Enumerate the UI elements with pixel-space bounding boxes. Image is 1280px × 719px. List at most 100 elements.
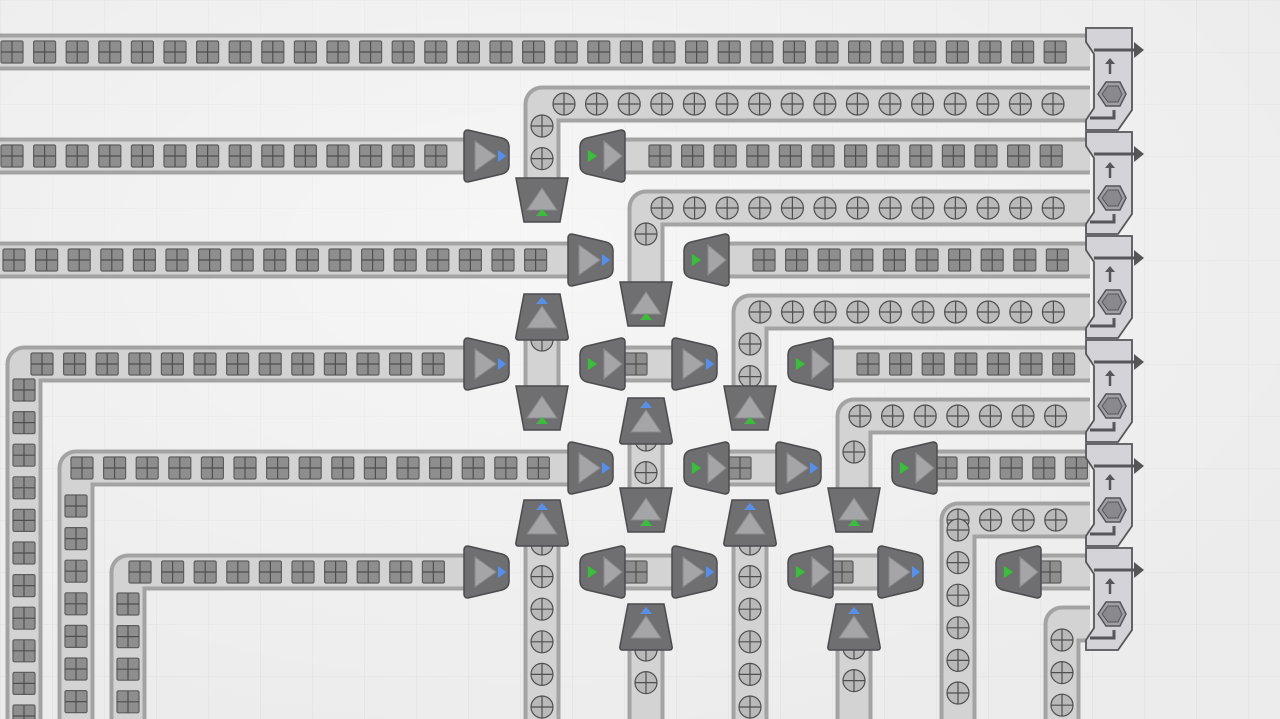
square-item-icon	[116, 592, 140, 616]
vertical-receiver[interactable]	[515, 177, 569, 223]
hexagon-terminal-3[interactable]	[1085, 235, 1144, 339]
circle-item-icon	[1050, 693, 1074, 717]
square-item-icon	[746, 144, 770, 168]
square-item-icon	[986, 352, 1011, 376]
square-item-icon	[193, 560, 217, 584]
terminals-layer	[1085, 27, 1144, 651]
square-item-icon	[161, 560, 185, 584]
circle-item-icon	[1009, 300, 1033, 324]
circle-item-icon	[747, 92, 772, 116]
square-item-icon	[331, 456, 355, 480]
square-item-icon	[233, 456, 257, 480]
square-item-icon	[228, 40, 252, 64]
round-belt-2[interactable]	[627, 189, 1090, 300]
square-item-icon	[856, 352, 880, 376]
vertical-emitter[interactable]	[827, 603, 881, 651]
emitter[interactable]	[567, 233, 614, 287]
square-item-icon	[64, 592, 88, 616]
circle-item-icon	[813, 196, 837, 220]
circle-item-icon	[530, 597, 554, 621]
emitter[interactable]	[877, 545, 924, 599]
emitter[interactable]	[463, 545, 510, 599]
vertical-receiver[interactable]	[515, 385, 569, 431]
vertical-receiver[interactable]	[723, 385, 777, 431]
square-belt-4[interactable]	[5, 345, 468, 719]
circle-item-icon	[617, 92, 641, 116]
hexagon-terminal-1[interactable]	[1085, 27, 1144, 131]
receiver[interactable]	[995, 545, 1042, 599]
square-item-icon	[65, 40, 89, 64]
square-item-icon	[326, 40, 350, 64]
square-item-icon	[921, 352, 945, 376]
square-item-icon	[12, 508, 36, 532]
circle-item-icon	[748, 300, 772, 324]
emitter[interactable]	[775, 441, 822, 495]
square-item-icon	[421, 352, 445, 376]
circle-item-icon	[976, 300, 1000, 324]
circle-item-icon	[738, 597, 762, 621]
square-item-icon	[429, 456, 453, 480]
emitter[interactable]	[671, 337, 718, 391]
square-item-icon	[12, 704, 36, 719]
square-item-icon	[293, 40, 317, 64]
square-item-icon	[291, 560, 315, 584]
receiver[interactable]	[683, 441, 730, 495]
square-item-icon	[648, 144, 672, 168]
emitter[interactable]	[567, 441, 614, 495]
receiver[interactable]	[579, 129, 626, 183]
vertical-receiver[interactable]	[619, 281, 673, 327]
vertical-emitter[interactable]	[723, 499, 777, 547]
square-item-icon	[261, 40, 285, 64]
vertical-emitter[interactable]	[515, 499, 569, 547]
circle-item-icon	[682, 196, 707, 220]
receiver[interactable]	[891, 441, 938, 495]
circle-item-icon	[738, 365, 762, 389]
square-item-icon	[941, 144, 966, 168]
square-item-icon	[67, 248, 91, 272]
square-item-icon	[491, 248, 515, 272]
receiver[interactable]	[683, 233, 730, 287]
square-item-icon	[426, 248, 450, 272]
square-item-icon	[843, 144, 868, 168]
square-item-icon	[489, 40, 513, 64]
square-item-icon	[391, 40, 415, 64]
receiver[interactable]	[579, 337, 626, 391]
circle-item-icon	[634, 461, 658, 485]
round-belt-6[interactable]	[1043, 605, 1090, 719]
hexagon-terminal-4[interactable]	[1085, 339, 1144, 443]
receiver[interactable]	[787, 337, 834, 391]
square-item-icon	[947, 248, 972, 272]
circle-item-icon	[943, 196, 968, 220]
square-item-icon	[815, 40, 839, 64]
vertical-emitter[interactable]	[515, 293, 569, 341]
square-item-icon	[100, 248, 124, 272]
hexagon-terminal-2[interactable]	[1085, 131, 1144, 235]
square-item-icon	[974, 144, 998, 168]
circle-item-icon	[946, 583, 970, 607]
square-item-icon	[130, 40, 154, 64]
square-item-icon	[0, 144, 24, 168]
emitter[interactable]	[463, 337, 510, 391]
square-item-icon	[258, 560, 282, 584]
circle-item-icon	[1041, 92, 1065, 116]
emitter[interactable]	[463, 129, 510, 183]
emitter[interactable]	[671, 545, 718, 599]
receiver[interactable]	[787, 545, 834, 599]
vertical-receiver[interactable]	[827, 487, 881, 533]
circle-item-icon	[748, 196, 772, 220]
vertical-emitter[interactable]	[619, 397, 673, 445]
circle-item-icon	[848, 404, 872, 428]
receiver[interactable]	[579, 545, 626, 599]
hexagon-terminal-5[interactable]	[1085, 443, 1144, 547]
square-item-icon	[880, 40, 904, 64]
vertical-emitter[interactable]	[619, 603, 673, 651]
square-item-icon	[298, 456, 322, 480]
square-item-icon	[196, 144, 220, 168]
square-item-icon	[954, 352, 978, 376]
circle-item-icon	[880, 404, 905, 428]
square-item-icon	[65, 144, 89, 168]
square-item-icon	[98, 144, 122, 168]
vertical-receiver[interactable]	[619, 487, 673, 533]
hexagon-terminal-6[interactable]	[1085, 547, 1144, 651]
